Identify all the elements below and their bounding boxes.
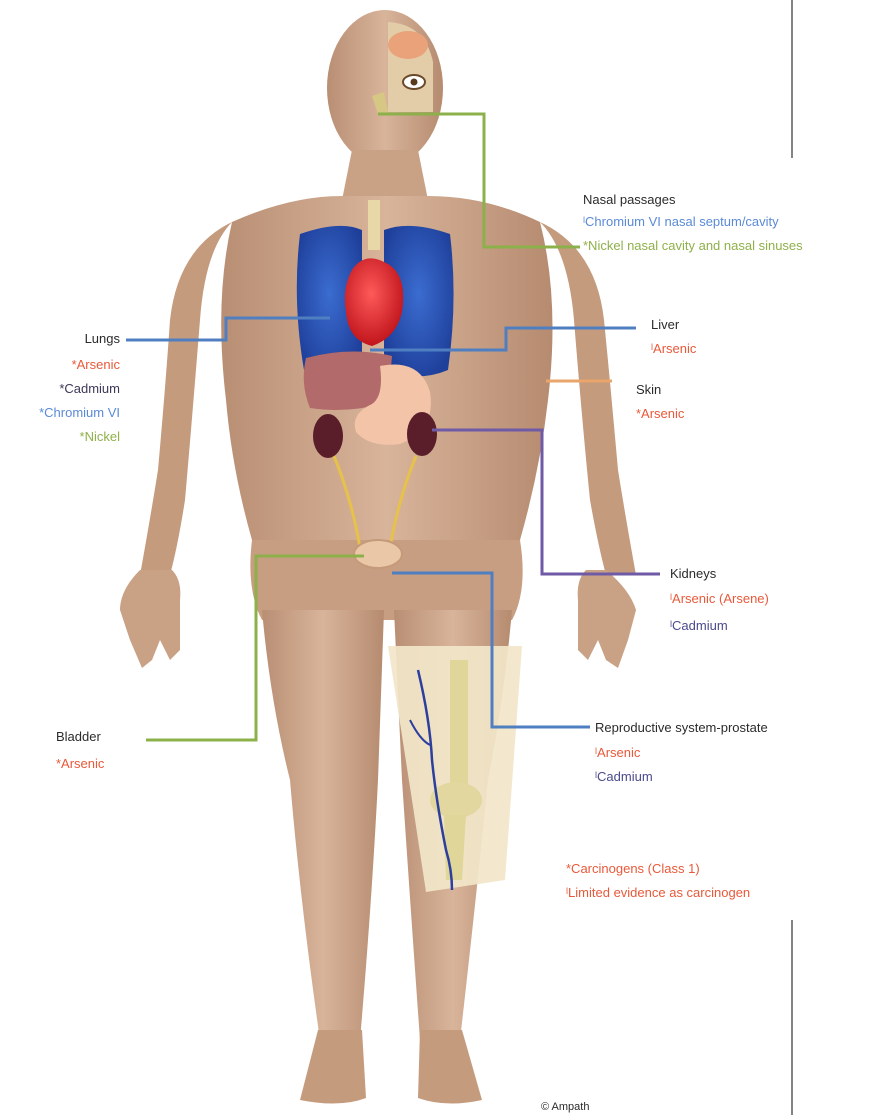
reproductive-title: Reproductive system-prostate: [595, 720, 768, 736]
liver-item-arsenic: ˡArsenic: [651, 341, 696, 357]
bladder: [354, 540, 402, 568]
brain: [388, 31, 428, 59]
skin-item-arsenic: *Arsenic: [636, 406, 684, 422]
kidneys-item-arsenic: ˡArsenic (Arsene): [670, 591, 769, 607]
left-leg: [262, 610, 384, 1040]
lungs-item-nickel: *Nickel: [80, 429, 120, 445]
nasal-item-nickel: *Nickel nasal cavity and nasal sinuses: [583, 238, 803, 254]
reproductive-item-arsenic: ˡArsenic: [595, 745, 640, 761]
legend-carcinogens: *Carcinogens (Class 1): [566, 861, 700, 877]
trachea: [368, 200, 380, 250]
skin-title: Skin: [636, 382, 661, 398]
human-body: [120, 10, 636, 1104]
femur: [450, 660, 468, 790]
lungs-item-arsenic: *Arsenic: [72, 357, 120, 373]
credit-text: © Ampath: [541, 1099, 589, 1115]
reproductive-item-cadmium: ˡCadmium: [595, 769, 653, 785]
left-foot: [300, 1030, 366, 1104]
left-kidney: [313, 414, 343, 458]
bladder-title: Bladder: [56, 729, 101, 745]
lungs-item-chromium: *Chromium VI: [39, 405, 120, 421]
right-arm: [540, 222, 636, 575]
kidneys-title: Kidneys: [670, 566, 716, 582]
left-arm: [140, 222, 232, 575]
nasal-item-chromium: ˡChromium VI nasal septum/cavity: [583, 214, 779, 230]
liver-title: Liver: [651, 317, 679, 333]
right-hand: [578, 570, 636, 668]
bladder-item-arsenic: *Arsenic: [56, 756, 104, 772]
kidneys-item-cadmium: ˡCadmium: [670, 618, 728, 634]
nasal-title: Nasal passages: [583, 192, 676, 208]
right-foot: [418, 1030, 482, 1104]
pupil: [411, 79, 418, 86]
lungs-title: Lungs: [85, 331, 120, 347]
legend-limited-evidence: ˡLimited evidence as carcinogen: [566, 885, 750, 901]
right-kidney: [407, 412, 437, 456]
left-hand: [120, 570, 180, 668]
neck: [342, 150, 428, 200]
lungs-item-cadmium: *Cadmium: [59, 381, 120, 397]
